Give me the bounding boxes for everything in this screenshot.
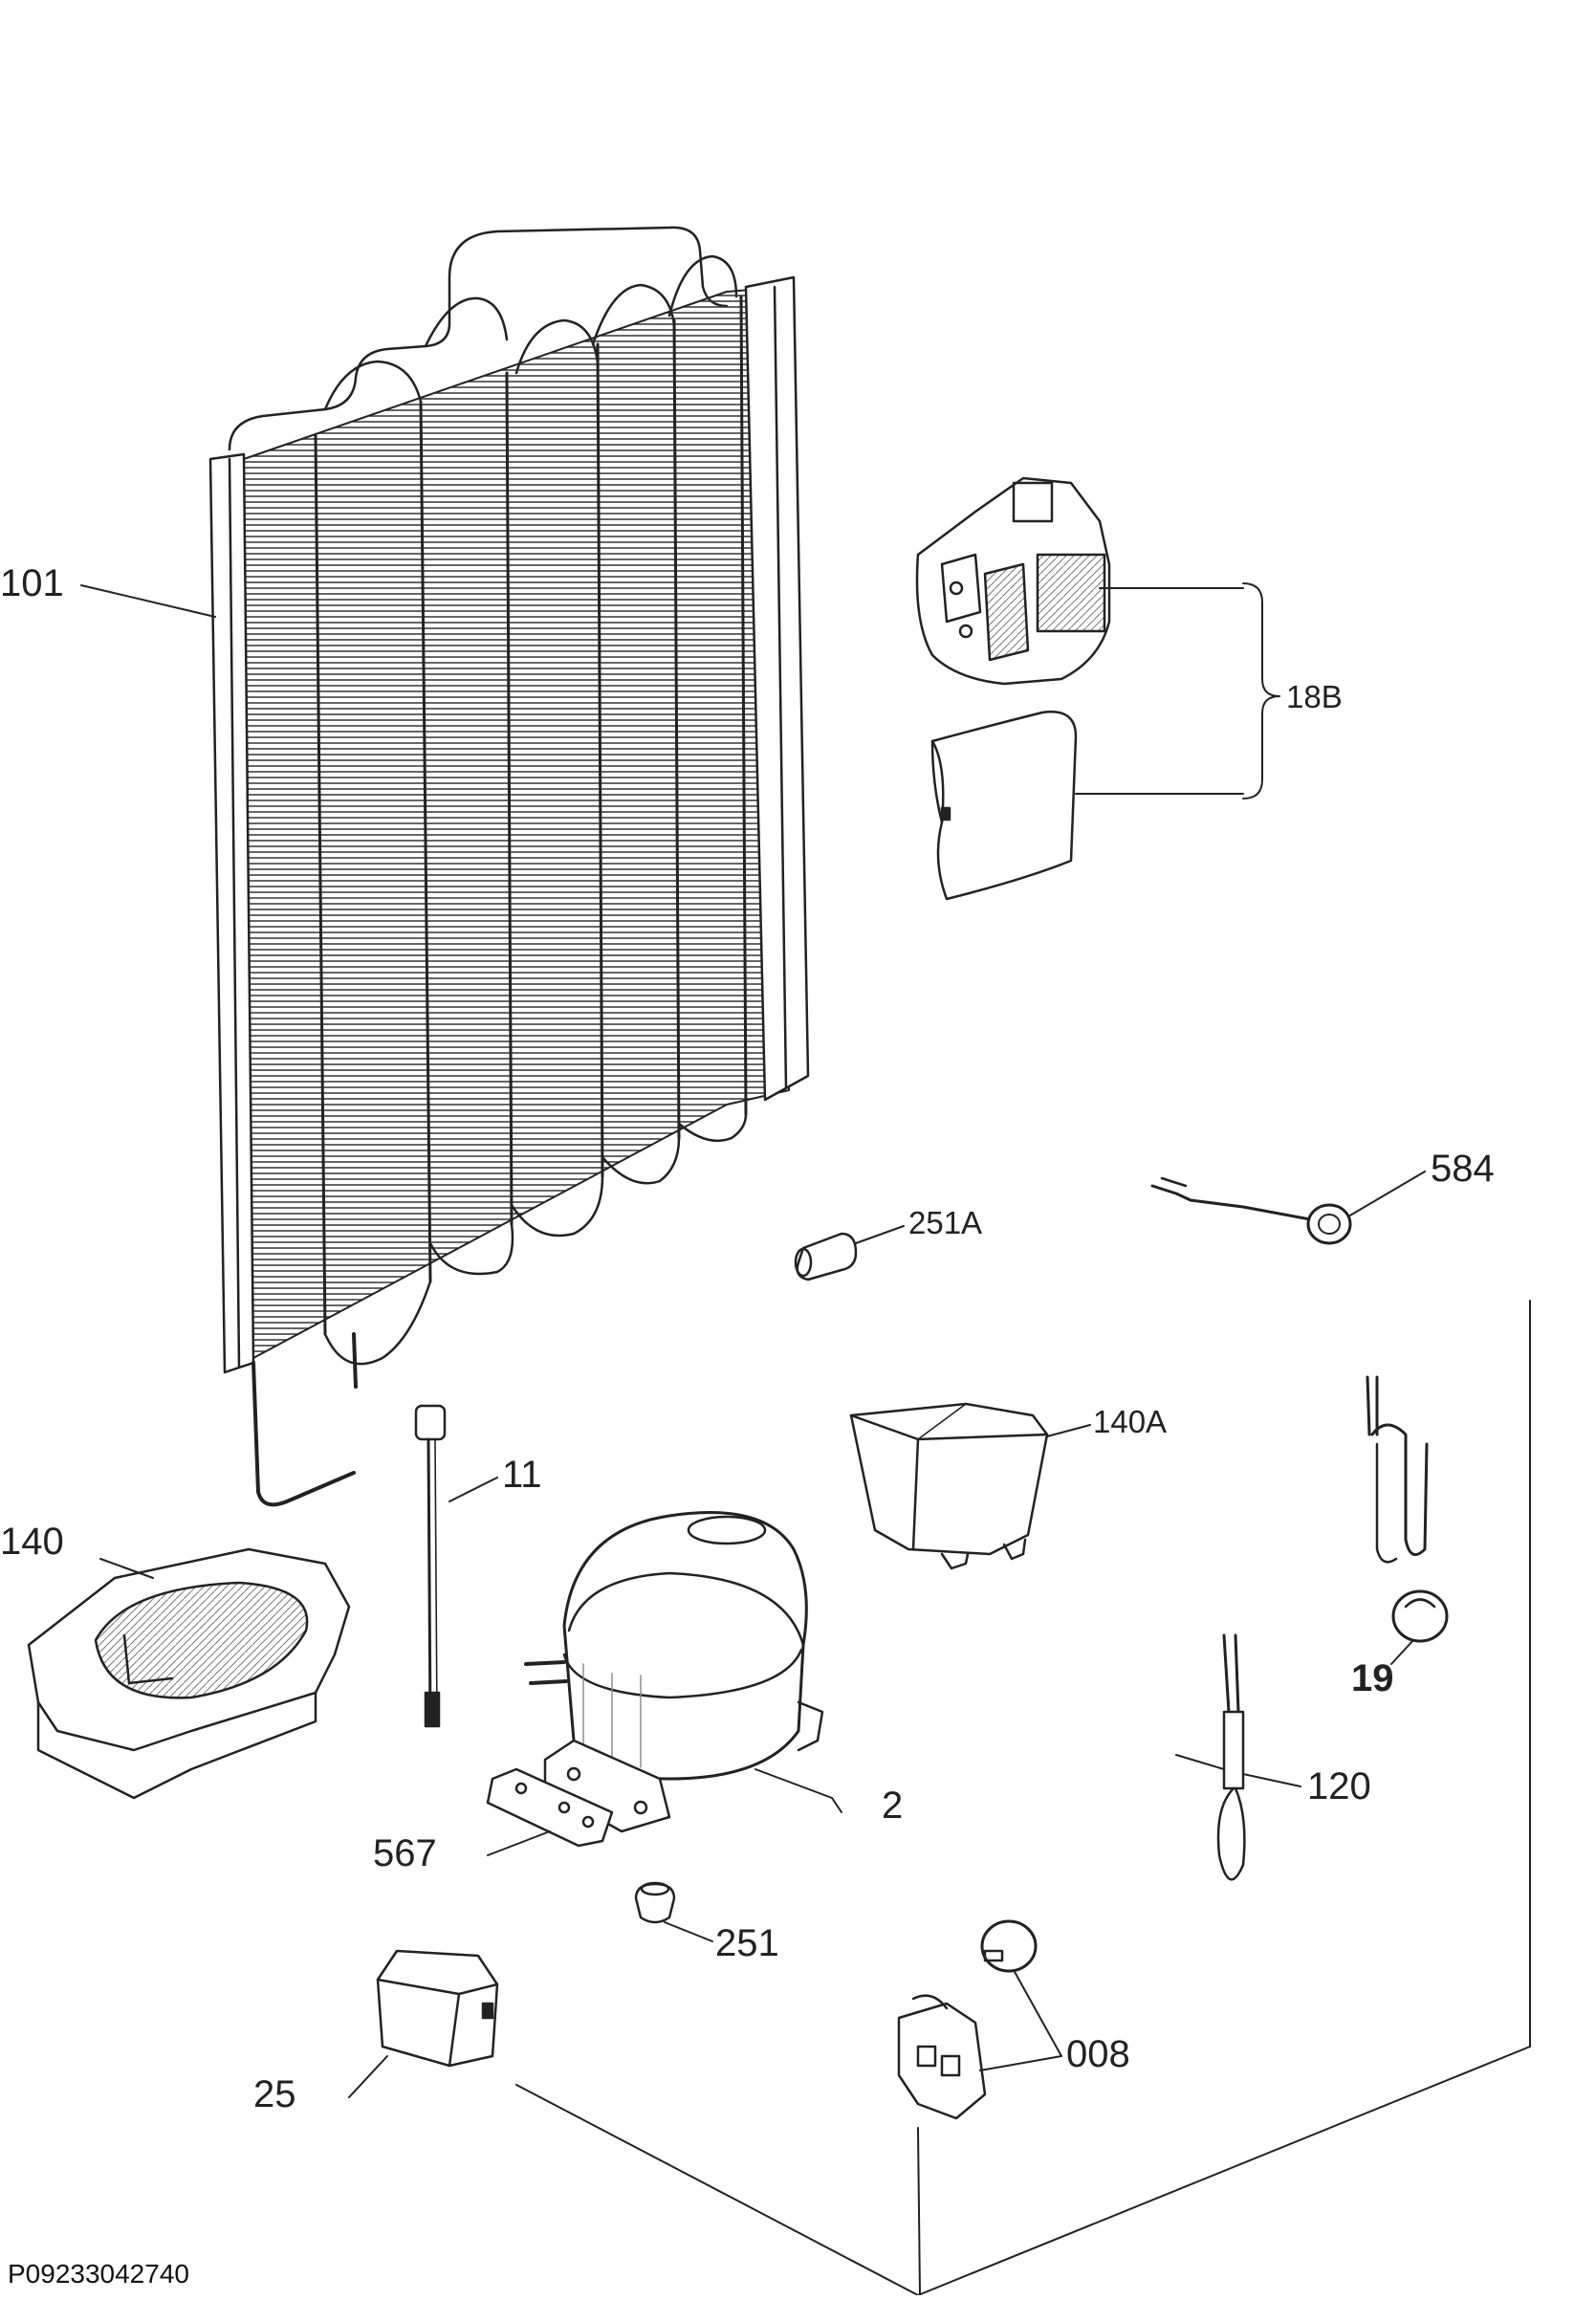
condenser-drawing xyxy=(208,226,810,1507)
grommet-251-drawing xyxy=(634,1881,713,1942)
compressor-2-drawing xyxy=(524,1511,842,1833)
label-19: 19 xyxy=(1351,1657,1394,1699)
label-25: 25 xyxy=(253,2073,296,2115)
label-120: 120 xyxy=(1307,1765,1371,1807)
label-251a: 251A xyxy=(908,1205,983,1240)
drip-tray-140a-drawing xyxy=(849,1402,1091,1570)
label-2: 2 xyxy=(882,1785,904,1827)
label-584: 584 xyxy=(1431,1148,1495,1190)
bowl-140-drawing xyxy=(27,1547,351,1800)
label-101: 101 xyxy=(0,562,64,604)
label-11: 11 xyxy=(502,1454,542,1496)
label-008: 008 xyxy=(1066,2033,1130,2075)
base-platform-outline xyxy=(515,1300,1531,2296)
relay-008-drawing xyxy=(897,1919,1062,2120)
sensor-584-drawing xyxy=(1150,1171,1426,1245)
label-140: 140 xyxy=(0,1521,64,1563)
label-251: 251 xyxy=(715,1922,779,1964)
label-140a: 140A xyxy=(1093,1404,1168,1439)
box-25-drawing xyxy=(348,1949,499,2098)
leader-101 xyxy=(80,584,216,618)
diagram-code: P09233042740 xyxy=(8,2259,189,2289)
component-120-drawing xyxy=(1175,1633,1301,1881)
wire-11-drawing xyxy=(414,1404,498,1728)
thermostat-assembly-drawing xyxy=(915,476,1280,901)
label-18b: 18B xyxy=(1286,679,1343,714)
mounting-plate-567-drawing xyxy=(486,1767,614,1856)
heater-19-drawing xyxy=(1366,1375,1449,1665)
sleeve-251a-drawing xyxy=(794,1225,905,1281)
label-567: 567 xyxy=(373,1832,437,1874)
